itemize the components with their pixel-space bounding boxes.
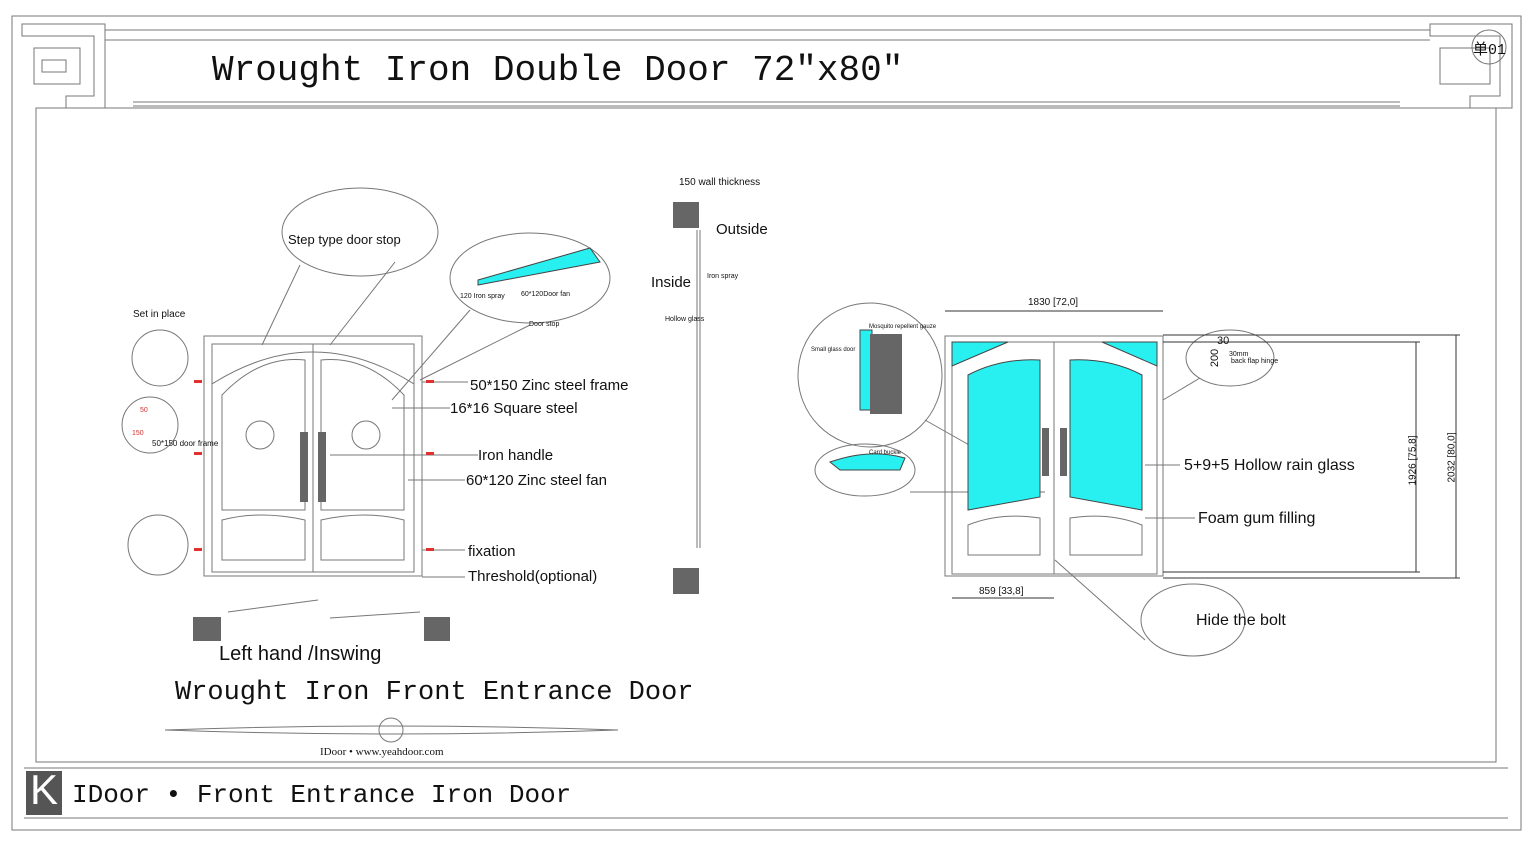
footer-logo: K xyxy=(30,766,59,813)
website: IDoor • www.yeahdoor.com xyxy=(320,746,444,758)
callout-fixation: fixation xyxy=(468,543,516,560)
subtitle: Wrought Iron Front Entrance Door xyxy=(175,678,694,708)
callout-threshold: Threshold(optional) xyxy=(468,568,598,585)
hinge-width: 30 xyxy=(1217,335,1230,347)
section-hollow-glass: Hollow glass xyxy=(665,316,705,323)
detail-dim-150: 150 xyxy=(132,430,144,437)
wall-thickness: 150 wall thickness xyxy=(679,177,761,188)
outside-label: Outside xyxy=(716,221,768,238)
detail-door-frame: 50*150 door frame xyxy=(152,439,219,448)
callout-handle: Iron handle xyxy=(478,447,554,464)
callout-door-stop: Step type door stop xyxy=(288,232,401,247)
callout-fan: 60*120 Zinc steel fan xyxy=(466,472,607,489)
detail-door-stop: Door stop xyxy=(529,321,560,328)
height-outer-dimension: 2032 [80,0] xyxy=(1446,432,1458,483)
swing-label: Left hand /Inswing xyxy=(219,643,382,665)
detail-door-fan: 60*120Door fan xyxy=(521,291,571,298)
detail-iron-spray: 120 Iron spray xyxy=(460,293,505,300)
sheet-number: 单01 xyxy=(1473,42,1507,59)
callout-glass: 5+9+5 Hollow rain glass xyxy=(1184,457,1355,474)
callout-bolt: Hide the bolt xyxy=(1196,612,1286,629)
section-iron-spray: Iron spray xyxy=(707,273,739,280)
width-dimension: 1830 [72,0] xyxy=(1028,297,1079,308)
inside-label: Inside xyxy=(651,274,692,291)
leaf-dimension: 859 [33,8] xyxy=(979,586,1024,597)
callout-square-steel: 16*16 Square steel xyxy=(450,400,578,417)
footer-title: IDoor • Front Entrance Iron Door xyxy=(72,780,572,810)
detail-mosquito: Mosquito repellent gauze xyxy=(869,324,937,330)
hinge-label: back flap hinge xyxy=(1231,358,1279,365)
height-inner-dimension: 1926 [75,8] xyxy=(1407,435,1419,486)
detail-card-buckle: Card buckle xyxy=(869,450,902,456)
callout-set-in-place: Set in place xyxy=(133,309,186,320)
callout-frame: 50*150 Zinc steel frame xyxy=(470,377,629,394)
detail-small-door: Small glass door xyxy=(811,347,856,353)
hinge-height: 200 xyxy=(1209,348,1222,368)
detail-dim-50: 50 xyxy=(140,407,148,414)
page-title: Wrought Iron Double Door 72″x80″ xyxy=(212,50,904,91)
callout-foam: Foam gum filling xyxy=(1198,510,1316,527)
hinge-label-size: 30mm xyxy=(1229,351,1249,358)
